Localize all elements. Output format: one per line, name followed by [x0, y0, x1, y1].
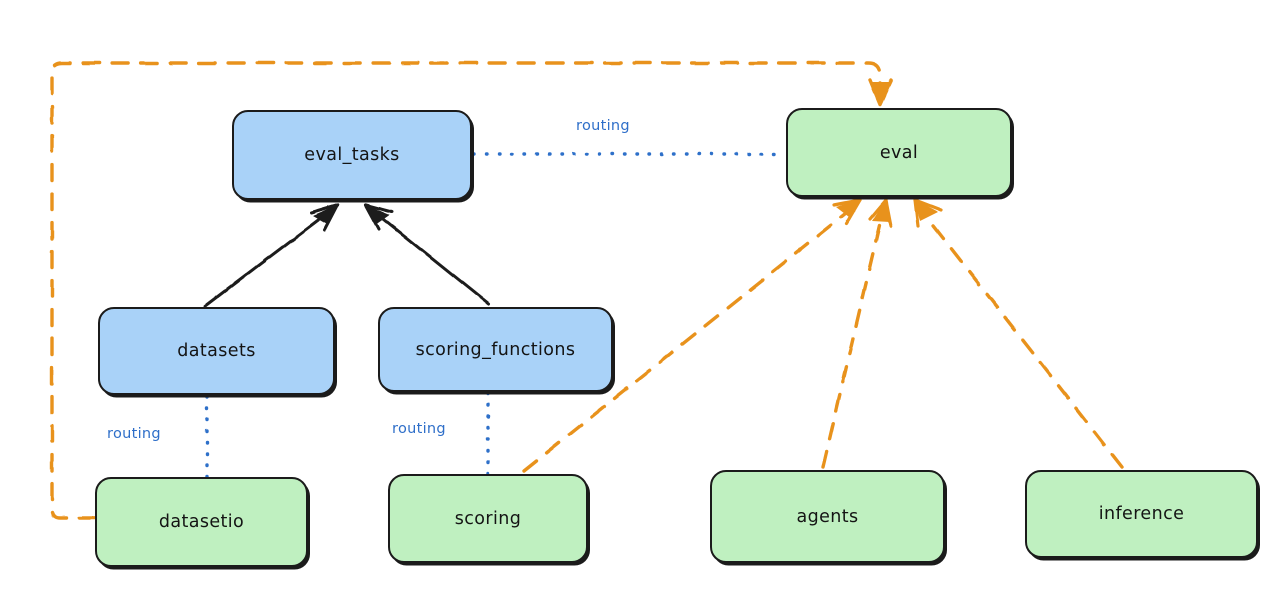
node-label: inference	[1098, 504, 1185, 524]
node-label: scoring	[454, 508, 522, 529]
edge-label-routing-scoring: routing	[392, 421, 446, 437]
edge-datasetio-to-eval	[50, 61, 893, 520]
node-label: datasets	[177, 341, 256, 361]
node-agents[interactable]: agents	[710, 470, 945, 563]
edge-scoring_functions-to-eval_tasks	[364, 203, 491, 306]
edge-label-routing-eval: routing	[576, 118, 630, 134]
edge-label-routing-datasets: routing	[107, 426, 161, 442]
node-label: eval_tasks	[304, 145, 400, 165]
node-label: eval	[879, 142, 919, 163]
node-scoring[interactable]: scoring	[388, 474, 588, 563]
edge-agents-to-eval	[821, 198, 893, 469]
node-datasetio[interactable]: datasetio	[95, 477, 308, 567]
edge-scoring-to-eval	[522, 198, 862, 473]
node-inference[interactable]: inference	[1025, 470, 1258, 558]
edge-datasets-to-eval_tasks	[203, 203, 340, 308]
node-label: agents	[796, 506, 859, 527]
node-datasets[interactable]: datasets	[98, 307, 335, 395]
node-scoring_functions[interactable]: scoring_functions	[378, 307, 613, 392]
edge-inference-to-eval	[913, 198, 1124, 469]
node-eval_tasks[interactable]: eval_tasks	[232, 110, 472, 200]
node-label: datasetio	[158, 512, 245, 532]
node-eval[interactable]: eval	[786, 108, 1012, 197]
node-label: scoring_functions	[415, 339, 576, 360]
